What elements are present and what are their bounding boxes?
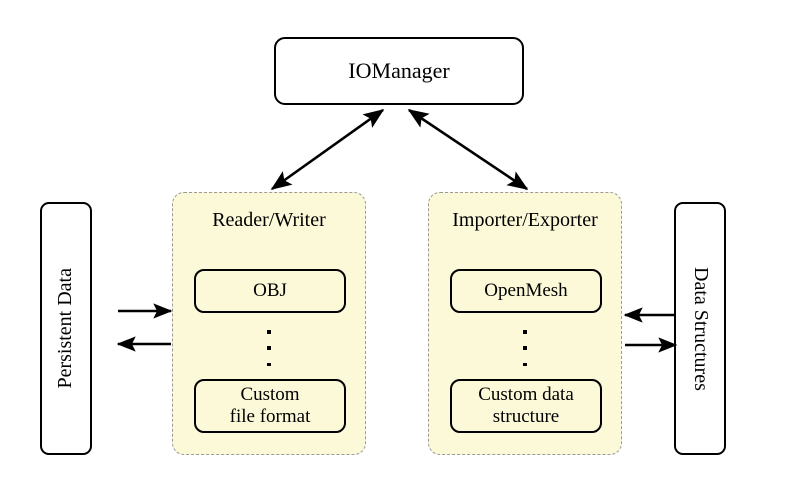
reader-writer-group[interactable]: Reader/Writer OBJ Custom file format [172,192,366,455]
reader-writer-vdots-icon [173,326,365,370]
arrow-iomanager-importer-exporter [407,108,529,191]
importer-exporter-group[interactable]: Importer/Exporter OpenMesh Custom data s… [428,192,622,455]
arrow-iomanager-reader-writer [270,108,385,191]
openmesh-label: OpenMesh [484,279,568,301]
obj-label: OBJ [253,279,287,301]
custom-file-format-label-line1: Custom [240,383,300,405]
iomanager-node[interactable]: IOManager [274,37,524,105]
custom-file-format-label-line2: file format [229,406,311,427]
custom-file-format-node[interactable]: Custom file format [194,379,346,433]
reader-writer-group-title: Reader/Writer [212,209,326,231]
custom-data-structure-label-line2: structure [492,406,560,427]
custom-data-structure-label-line1: Custom data [478,383,574,405]
iomanager-label: IOManager [348,58,450,84]
custom-data-structure-node[interactable]: Custom data structure [450,379,602,433]
data-structures-label: Data Structures [689,266,712,391]
importer-exporter-vdots-icon [429,326,621,370]
data-structures-node[interactable]: Data Structures [674,202,726,455]
importer-exporter-group-title: Importer/Exporter [452,209,598,231]
persistent-data-node[interactable]: Persistent Data [40,202,92,455]
openmesh-node[interactable]: OpenMesh [450,269,602,313]
persistent-data-label: Persistent Data [54,268,77,389]
obj-node[interactable]: OBJ [194,269,346,313]
